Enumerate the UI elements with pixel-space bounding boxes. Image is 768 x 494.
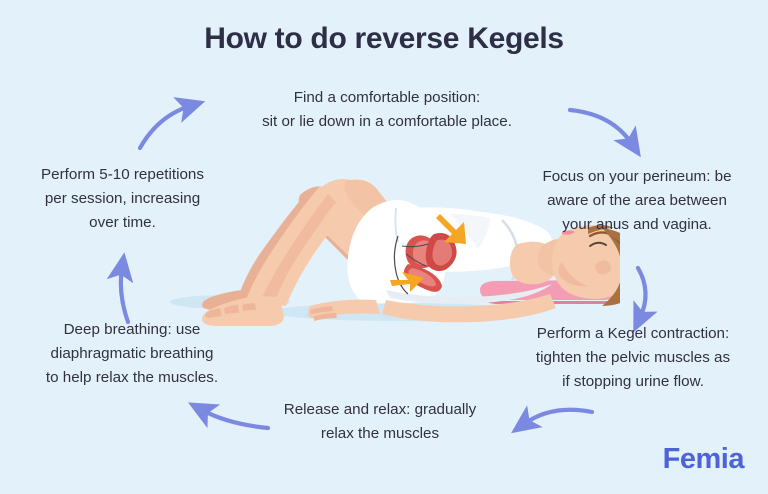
- arrow-top-left: [137, 97, 206, 151]
- anatomy-guide-line: [405, 253, 427, 267]
- toe: [224, 305, 239, 314]
- femia-logo: Femia: [662, 443, 745, 475]
- pelvic-floor-line: [393, 235, 409, 295]
- anatomy-arrow-upper: [436, 214, 466, 244]
- step-find-position: Find a comfortable position: sit or lie …: [262, 89, 512, 130]
- closed-eye: [589, 241, 607, 247]
- page-title: How to do reverse Kegels: [204, 22, 564, 55]
- finger: [310, 306, 333, 314]
- toe: [242, 303, 256, 311]
- finger: [314, 313, 337, 321]
- step-release-relax: Release and relax: gradually relax the m…: [283, 401, 477, 442]
- anatomy-arrow-lower: [390, 272, 424, 292]
- hair: [602, 228, 620, 306]
- jaw-shadow: [558, 262, 588, 287]
- anatomy-guide-line: [401, 243, 429, 248]
- arrow-left: [106, 252, 134, 325]
- anatomy-pressure-arrows: [390, 214, 466, 292]
- pillow-shadow: [480, 296, 620, 304]
- torso-fold: [450, 214, 490, 248]
- torso-clothing-shadow: [386, 284, 552, 304]
- near-arm: [382, 294, 556, 323]
- step-focus-perineum: Focus on your perineum: be aware of the …: [542, 168, 732, 233]
- step-deep-breathing: Deep breathing: use diaphragmatic breath…: [45, 321, 219, 386]
- near-leg-shin-shade: [260, 194, 336, 304]
- arrow-right: [633, 265, 658, 333]
- illustration-woman-lying-down: [170, 179, 620, 326]
- organ-bladder-light: [432, 239, 452, 266]
- organ-rectum-light: [408, 268, 436, 287]
- step-repetitions: Perform 5-10 repetitions per session, in…: [41, 166, 204, 231]
- near-hand: [308, 299, 380, 319]
- arrow-top-right: [567, 107, 641, 158]
- nose: [557, 240, 570, 257]
- hair-front: [588, 225, 614, 234]
- ear: [595, 260, 611, 275]
- arrow-bottom-right: [511, 405, 595, 434]
- lips: [562, 230, 575, 235]
- step-kegel-contraction: Perform a Kegel contraction: tighten the…: [535, 325, 731, 390]
- toe: [205, 308, 222, 318]
